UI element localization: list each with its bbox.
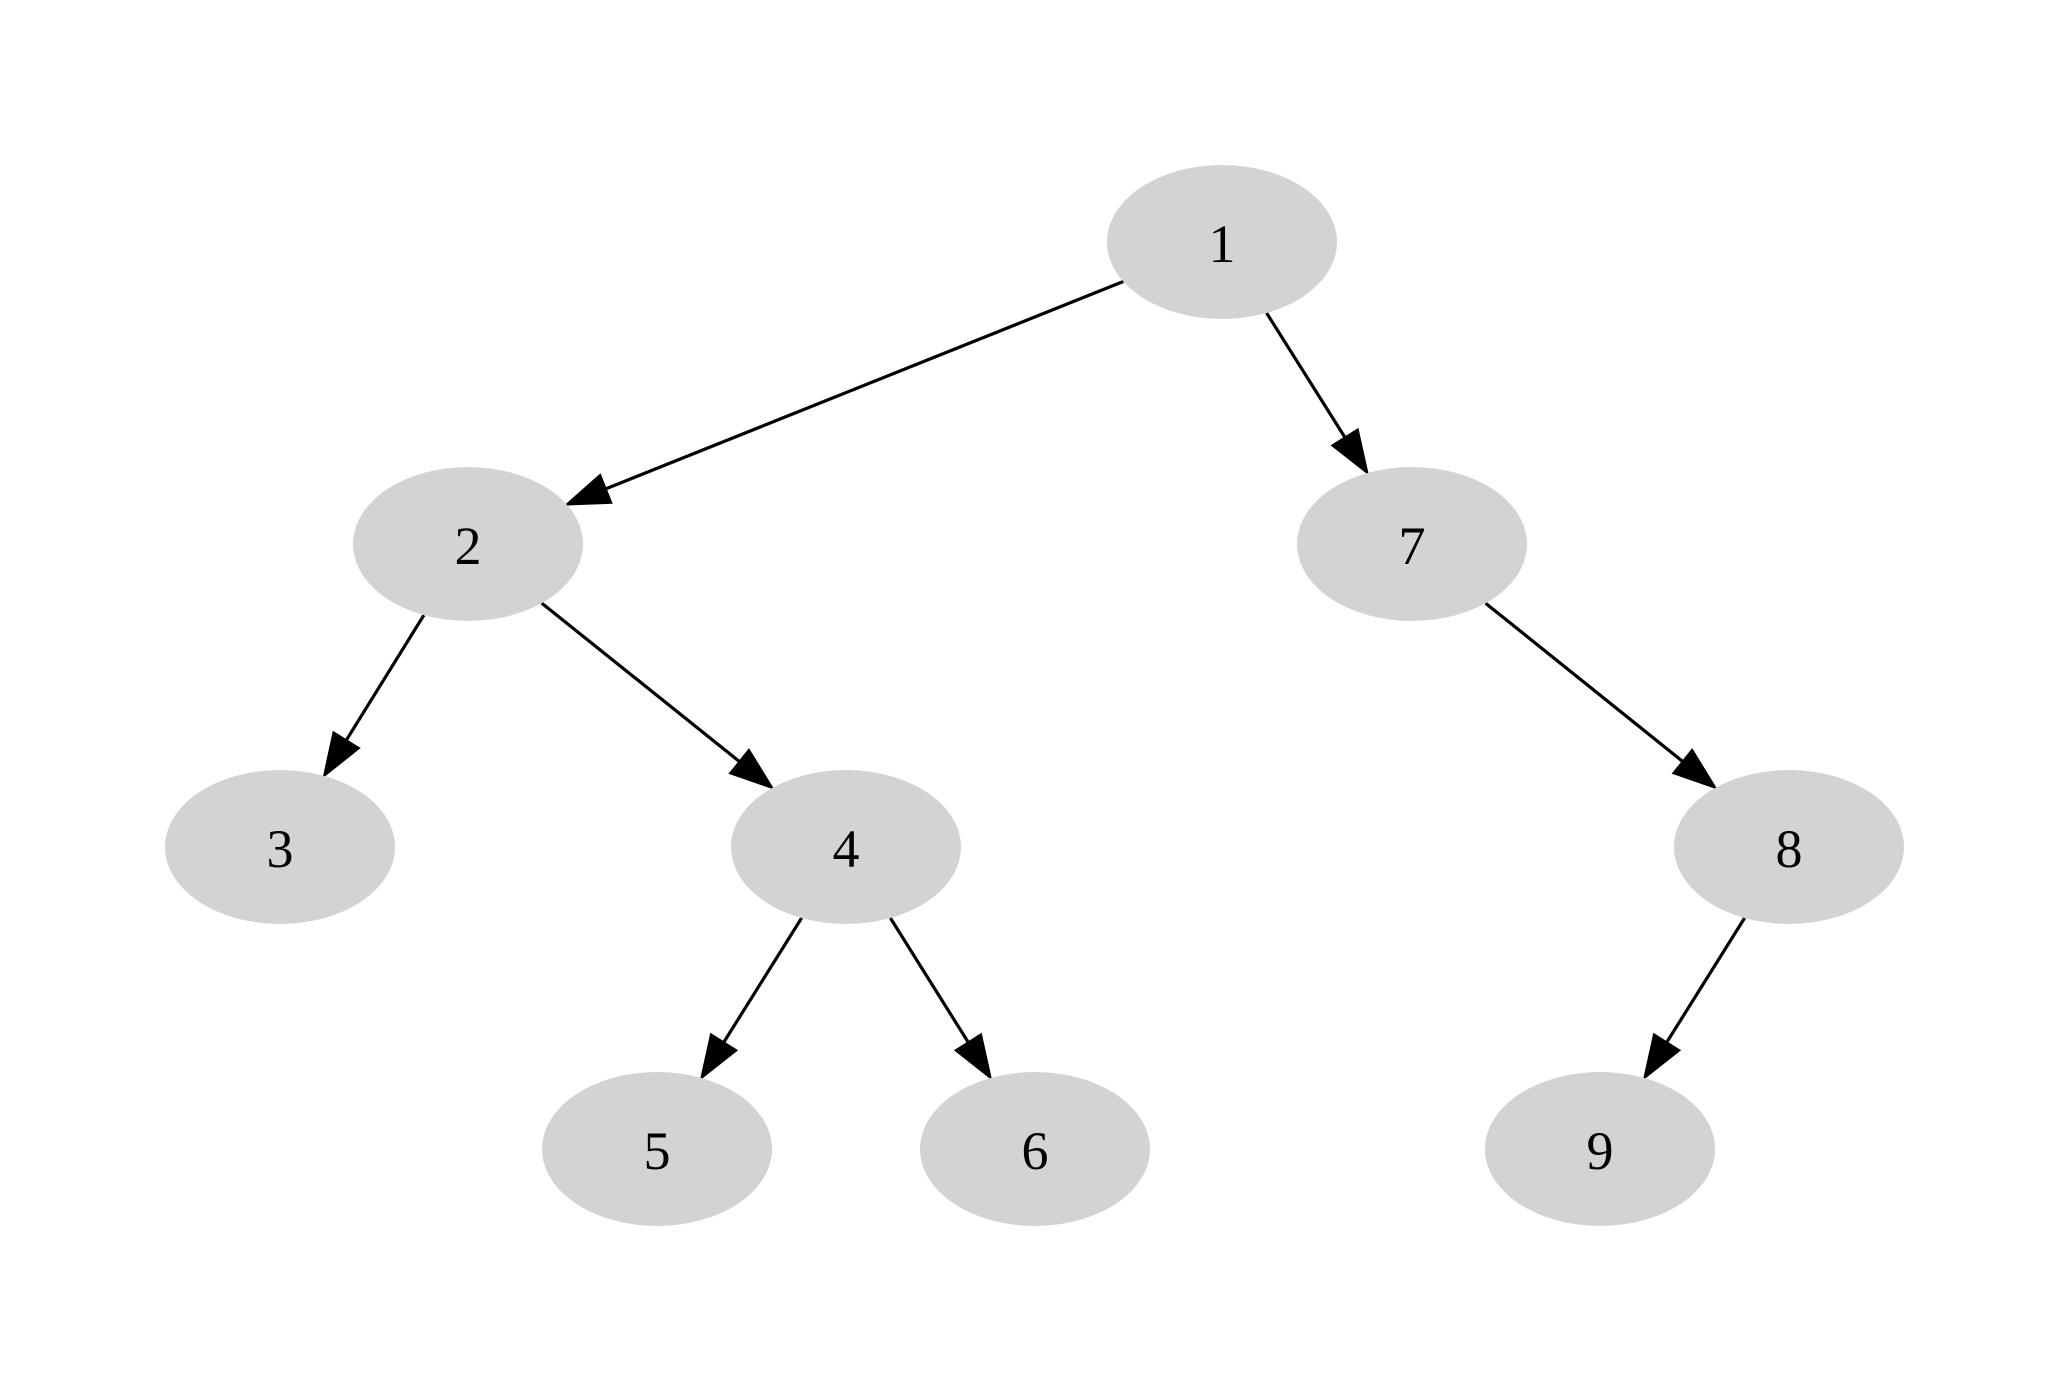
edge-4-5 — [699, 917, 803, 1081]
node-label: 5 — [644, 1121, 671, 1181]
node-6: 6 — [920, 1072, 1150, 1226]
node-label: 3 — [267, 819, 294, 879]
node-ellipse — [920, 1072, 1150, 1226]
arrowhead-icon — [322, 730, 361, 779]
edge-4-6 — [889, 917, 993, 1081]
node-ellipse — [1107, 165, 1337, 319]
edge-line — [344, 614, 426, 742]
edge-line — [1484, 601, 1684, 763]
nodes: 1 2 3 4 5 6 7 8 9 — [165, 165, 1904, 1226]
node-ellipse — [542, 1072, 772, 1226]
node-8: 8 — [1674, 770, 1904, 924]
node-label: 9 — [1587, 1121, 1614, 1181]
node-ellipse — [353, 467, 583, 621]
edge-1-2 — [563, 280, 1124, 506]
node-9: 9 — [1485, 1072, 1715, 1226]
arrowhead-icon — [1671, 748, 1718, 790]
arrowhead-icon — [1330, 427, 1369, 476]
edge-line — [1665, 917, 1746, 1044]
node-label: 1 — [1209, 214, 1236, 274]
edge-2-4 — [540, 601, 775, 790]
edge-line — [722, 917, 803, 1044]
arrowhead-icon — [563, 473, 613, 506]
arrowhead-icon — [953, 1032, 993, 1081]
node-ellipse — [1674, 770, 1904, 924]
edge-8-9 — [1642, 917, 1746, 1081]
node-ellipse — [1297, 467, 1527, 621]
edge-2-3 — [322, 614, 426, 779]
node-ellipse — [1485, 1072, 1715, 1226]
edge-line — [540, 601, 741, 763]
node-label: 2 — [455, 516, 482, 576]
arrowhead-icon — [1642, 1032, 1682, 1081]
node-label: 8 — [1776, 819, 1803, 879]
node-3: 3 — [165, 770, 395, 924]
edge-line — [889, 917, 970, 1044]
node-label: 4 — [833, 819, 860, 879]
edge-1-7 — [1265, 312, 1369, 476]
edge-line — [605, 280, 1124, 491]
node-1: 1 — [1107, 165, 1337, 319]
node-4: 4 — [731, 770, 961, 924]
edge-line — [1265, 312, 1347, 439]
edges — [322, 280, 1746, 1081]
arrowhead-icon — [699, 1032, 739, 1081]
node-7: 7 — [1297, 467, 1527, 621]
node-2: 2 — [353, 467, 583, 621]
node-label: 6 — [1022, 1121, 1049, 1181]
node-ellipse — [165, 770, 395, 924]
node-label: 7 — [1399, 516, 1426, 576]
edge-7-8 — [1484, 601, 1718, 790]
arrowhead-icon — [728, 748, 775, 790]
node-5: 5 — [542, 1072, 772, 1226]
node-ellipse — [731, 770, 961, 924]
